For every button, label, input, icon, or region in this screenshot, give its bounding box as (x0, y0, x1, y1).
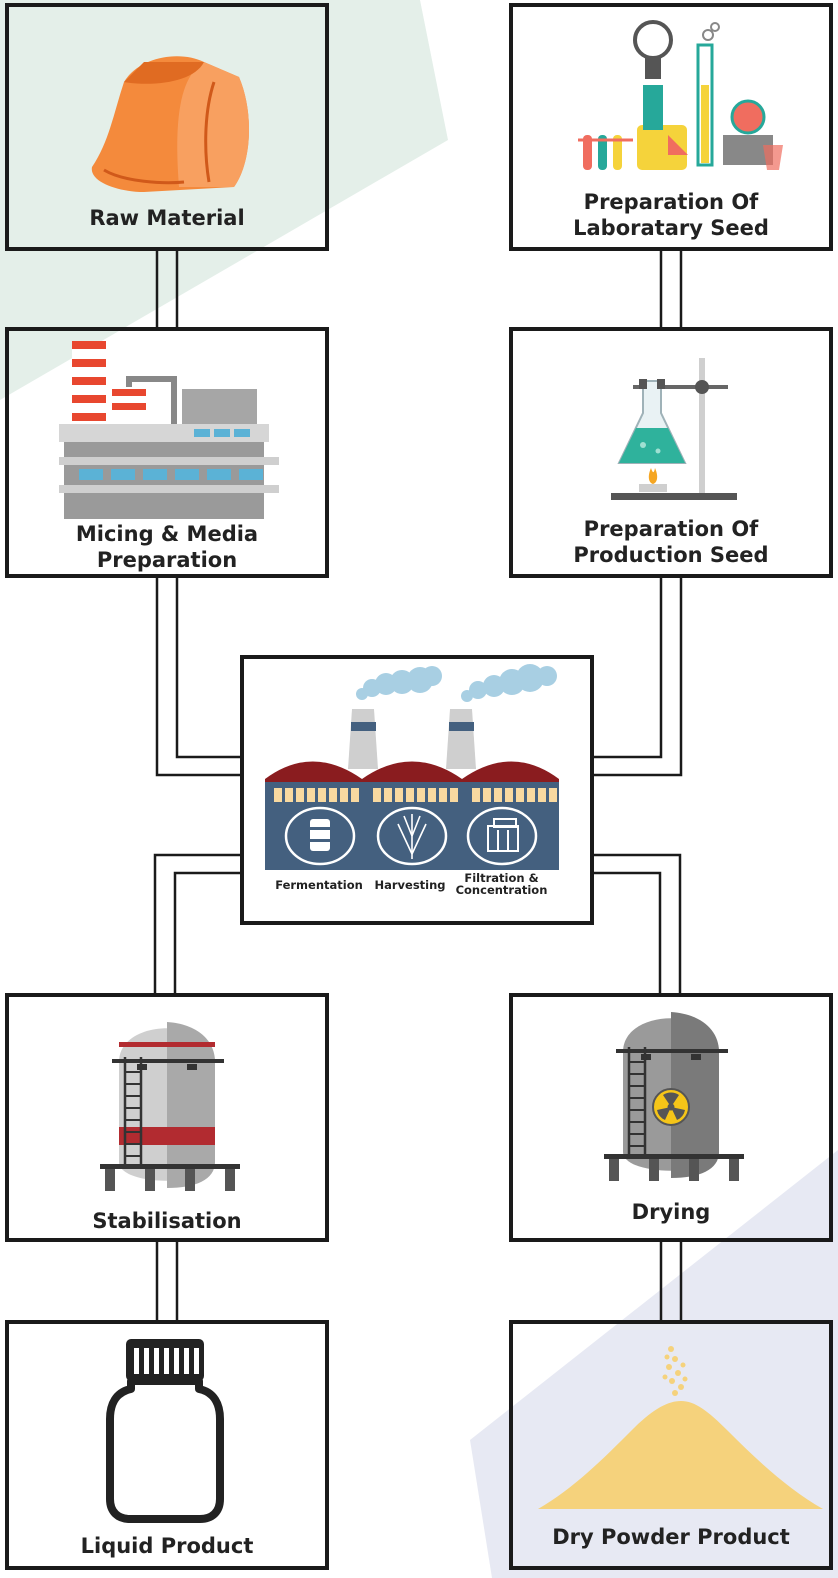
media-prep-label-line2: Preparation (96, 548, 238, 572)
stabilisation-tank-icon (100, 1022, 240, 1191)
bag-icon (91, 56, 250, 192)
node-production-seed: Preparation Of Production Seed (509, 327, 833, 578)
factory-icon (59, 341, 279, 519)
flask-stand-icon (611, 358, 737, 500)
bottle-icon (106, 1339, 224, 1523)
lab-seed-label-line2: Laboratary Seed (573, 216, 769, 240)
fermentation-label: Fermentation (275, 878, 363, 892)
node-central-process: Fermentation Harvesting Filtration & Con… (240, 655, 594, 925)
node-dry-powder-product: Dry Powder Product (509, 1320, 833, 1570)
drying-label: Drying (631, 1200, 711, 1224)
node-stabilisation: Stabilisation (5, 993, 329, 1242)
raw-material-label: Raw Material (89, 206, 245, 230)
node-raw-material: Raw Material (5, 3, 329, 251)
production-seed-label-line1: Preparation Of (583, 517, 759, 541)
liquid-product-label: Liquid Product (80, 1534, 254, 1558)
green-background-shape (0, 0, 448, 400)
central-plant-icon (265, 664, 559, 870)
dry-powder-product-label: Dry Powder Product (552, 1525, 790, 1549)
drying-tank-icon (604, 1012, 744, 1181)
node-drying: Drying (509, 993, 833, 1242)
lab-equipment-icon (578, 20, 783, 170)
filtration-label-line2: Concentration (455, 883, 548, 897)
lab-seed-label-line1: Preparation Of (583, 190, 759, 214)
filtration-label-line1: Filtration & (464, 871, 539, 885)
harvesting-label: Harvesting (374, 878, 446, 892)
powder-pile-icon (538, 1346, 823, 1509)
node-liquid-product: Liquid Product (5, 1320, 329, 1570)
node-media-preparation: Micing & Media Preparation (5, 327, 329, 578)
stabilisation-label: Stabilisation (92, 1209, 242, 1233)
production-seed-label-line2: Production Seed (573, 543, 769, 567)
node-laboratory-seed: Preparation Of Laboratary Seed (509, 3, 833, 251)
media-prep-label-line1: Micing & Media (75, 522, 259, 546)
